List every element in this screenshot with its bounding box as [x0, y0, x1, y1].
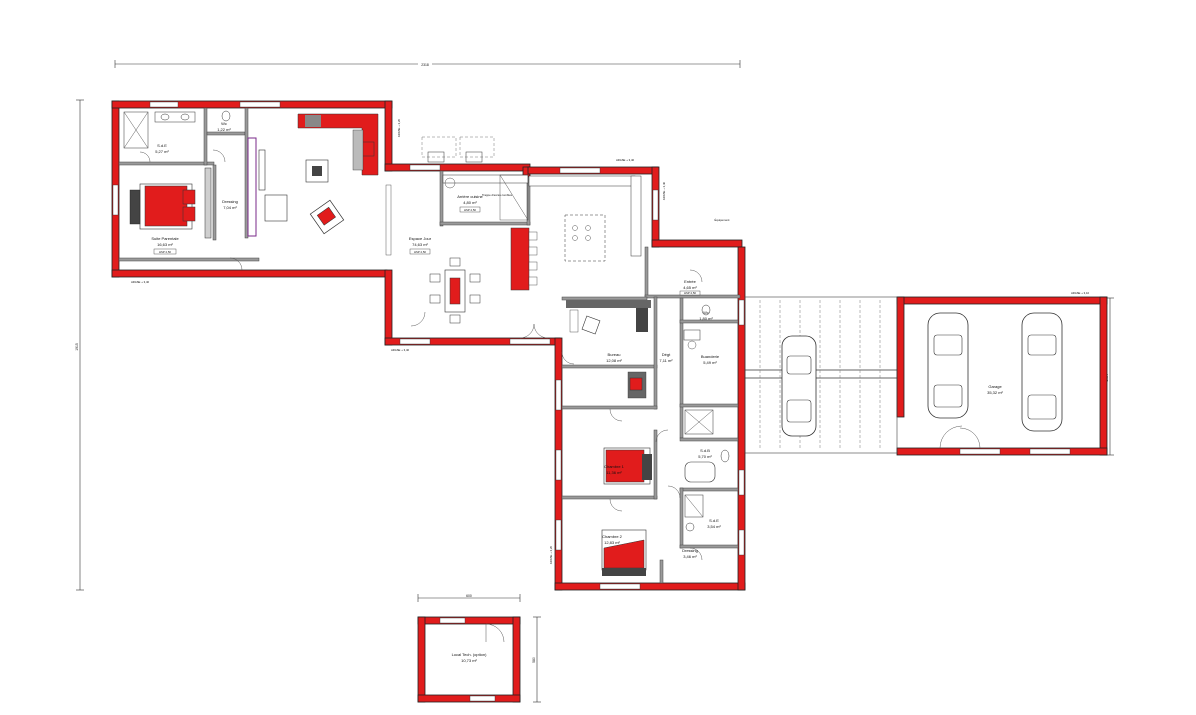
wc-suite-name: Wc	[221, 121, 227, 126]
sde-area: 3,54 m²	[707, 524, 721, 529]
arase-tag-wing: ARASE + 3,20	[549, 546, 553, 565]
arase-tag-garage: ARASE + 3,10	[1071, 291, 1090, 295]
living-tables	[258, 149, 329, 222]
sdb-suite-name: S.d.E	[157, 143, 167, 148]
equipement-tag: Équipement	[715, 217, 730, 222]
roof-window-outlines	[421, 136, 495, 163]
dining-table-icon	[429, 257, 481, 324]
dressing-area: 3,46 m²	[683, 554, 697, 559]
arriere-cuisine-name: Arrière cuisine	[457, 194, 483, 199]
shed-height-label: 580	[532, 657, 536, 663]
chambre2-name: Chambre 2	[602, 534, 623, 539]
garage-area: 35,32 m²	[987, 390, 1003, 395]
shed-width-label: 600	[466, 594, 472, 598]
overall-height-dimension: 1915	[75, 99, 84, 591]
wc-suite-area: 1,22 m²	[217, 127, 231, 132]
chambre1-name: Chambre 1	[604, 464, 625, 469]
sde-name: S.d.E	[709, 518, 719, 523]
suite-hsp: HSP 2,50	[159, 250, 171, 254]
buanderie-name: Buanderie	[701, 354, 720, 359]
sdb-name: S.d.B	[700, 448, 710, 453]
suite-bed-icon	[129, 183, 196, 230]
armchair-icon	[309, 199, 345, 235]
wc-name: Wc	[703, 310, 709, 315]
garage-name: Garage	[988, 384, 1002, 389]
dressing-suite-name: Dressing	[222, 199, 238, 204]
windows	[112, 101, 1071, 702]
arriere-cuisine-area: 4,80 m²	[463, 200, 477, 205]
sdb-suite-area: 5,27 m²	[155, 149, 169, 154]
arase-tag-suite: ARASE + 3,20	[397, 119, 401, 138]
east-bath-fixtures	[683, 304, 730, 532]
local-area: 10,73 m²	[461, 658, 477, 663]
overall-width-label: 2318	[421, 63, 429, 67]
dressing-name: Dressing	[682, 548, 698, 553]
entree-hsp: HSP 2,50	[684, 291, 696, 295]
degt-name: Dégt	[662, 352, 671, 357]
local-name: Local Tech. (option)	[452, 652, 488, 657]
entree-name: Entrée	[684, 279, 697, 284]
shed-dimensions: 600 580	[417, 594, 541, 703]
kitchen-counter	[510, 175, 642, 291]
overall-width-dimension: 2318	[114, 60, 741, 68]
bureau-area: 12,08 m²	[606, 358, 622, 363]
garage-door-swings	[939, 425, 981, 449]
chambre1-area: 11,36 m²	[606, 470, 622, 475]
dressing-suite-area: 7,04 m²	[223, 205, 237, 210]
interior-walls	[118, 107, 741, 584]
door-swings	[139, 149, 703, 561]
arriere-cuisine-hsp: HSP 2,50	[464, 208, 476, 212]
suite-name: Suite Parentale	[151, 236, 179, 241]
garage-car-right-icon	[1021, 312, 1063, 432]
car-icon	[781, 335, 817, 437]
suite-bath-fixtures	[123, 110, 231, 149]
bureau-name: Bureau	[608, 352, 621, 357]
suite-dressing-wardrobe	[204, 137, 257, 239]
overall-height-label: 1915	[75, 343, 79, 351]
degt-area: 7,11 m²	[659, 358, 673, 363]
espace-jour-area: 74,63 m²	[412, 242, 428, 247]
arase-tag-living: ARASE + 3,40	[391, 348, 410, 352]
espace-jour-hsp: HSP 2,50	[414, 250, 426, 254]
arase-tag-top: ARASE + 3,40	[616, 158, 635, 162]
cellier-tag: Trappe d'accès combles	[482, 193, 513, 197]
wc-area: 1,80 m²	[699, 316, 713, 321]
buanderie-area: 5,49 m²	[703, 360, 717, 365]
shed-door	[485, 623, 505, 643]
bureau-desk-icon	[566, 300, 651, 399]
arase-tag-bottom: ARASE + 3,40	[131, 280, 150, 284]
chambre2-bed-icon	[601, 529, 647, 576]
garage-car-left-icon	[927, 312, 969, 419]
entree-area: 4,65 m²	[683, 285, 697, 290]
espace-jour-name: Espace Jour	[409, 236, 432, 241]
sdb-area: 5,70 m²	[698, 454, 712, 459]
chambre1-bed-icon	[603, 447, 652, 485]
living-sofa-icon	[297, 113, 379, 176]
chambre2-area: 12,83 m²	[604, 540, 620, 545]
room-labels: Suite Parentale 16,63 m² HSP 2,50 S.d.E …	[151, 121, 1003, 663]
carport	[744, 296, 898, 454]
suite-area: 16,63 m²	[157, 242, 173, 247]
arriere-cuisine-fixtures	[442, 174, 529, 221]
arase-tag-kitchen: ARASE + 3,40	[662, 182, 666, 201]
level-tags: ARASE + 3,40 ARASE + 3,20 ARASE + 3,40 A…	[131, 119, 1090, 565]
